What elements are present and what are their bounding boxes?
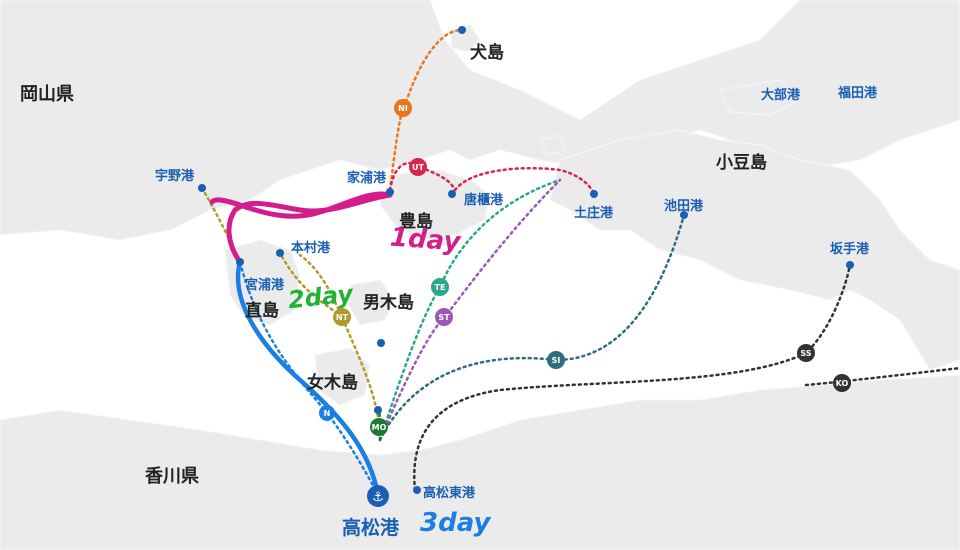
- port-tonosho: 土庄港: [574, 206, 614, 221]
- island-teshima: 豊島: [399, 212, 433, 232]
- route-badge-nt: NT: [333, 308, 351, 326]
- route-badge-ut: UT: [409, 158, 427, 176]
- svg-text:KO: KO: [836, 379, 849, 388]
- island-megijima: 女木島: [307, 373, 358, 393]
- route-badge-ss: SS: [797, 344, 815, 362]
- small-island-1: [539, 134, 566, 156]
- port-sakate: 坂手港: [830, 242, 870, 257]
- port-miyanoura: 宮浦港: [245, 278, 285, 293]
- svg-text:ST: ST: [438, 313, 450, 322]
- svg-text:NT: NT: [336, 313, 349, 322]
- highlight-pink-route: [209, 191, 393, 265]
- route-badge-n: N: [319, 405, 335, 421]
- island-naoshima: 直島: [245, 301, 279, 321]
- route-badge-te: TE: [431, 278, 449, 296]
- route-badge-si: SI: [547, 351, 565, 369]
- island-shodoshima: 小豆島: [716, 153, 767, 173]
- small-island-2: [719, 79, 801, 116]
- route-markers: NI UT TE ST NT SI SS KO MO N: [319, 99, 851, 436]
- route-badge-ni: NI: [394, 99, 412, 117]
- route-ut-b: [453, 166, 597, 197]
- svg-text:SS: SS: [800, 349, 811, 358]
- route-si: [378, 213, 686, 442]
- island-ogijima: 男木島: [363, 293, 414, 313]
- highlight-blue-route: [235, 259, 381, 498]
- svg-text:⚓: ⚓: [372, 490, 384, 505]
- svg-text:SI: SI: [552, 356, 561, 365]
- inujima-land: [449, 24, 481, 53]
- svg-text:NI: NI: [398, 104, 408, 113]
- kagawa-mainland: [0, 374, 960, 550]
- teshima-land: [379, 169, 491, 241]
- port-honmura: 本村港: [291, 241, 331, 256]
- anchor-icon: ⚓: [367, 485, 389, 507]
- svg-text:TE: TE: [435, 283, 446, 292]
- svg-text:N: N: [324, 409, 331, 418]
- port-ikeda: 池田港: [664, 199, 704, 214]
- port-takamatsu-east: 高松東港: [423, 486, 476, 501]
- port-obe: 大部港: [761, 88, 801, 103]
- megijima-land: [314, 347, 371, 406]
- port-dots: [198, 26, 854, 494]
- route-badge-mo: MO: [370, 418, 388, 436]
- route-n: [238, 260, 380, 497]
- route-badge-st: ST: [435, 308, 453, 326]
- annotation-3day: 3day: [420, 508, 491, 538]
- svg-text:UT: UT: [412, 163, 424, 172]
- prefecture-okayama: 岡山県: [20, 84, 74, 105]
- port-karato: 唐櫃港: [464, 193, 504, 208]
- port-fukuda: 福田港: [838, 86, 878, 101]
- route-badge-ko: KO: [833, 374, 851, 392]
- port-uno: 宇野港: [155, 169, 195, 184]
- annotation-1day: 1day: [389, 222, 462, 258]
- port-takamatsu: 高松港: [342, 517, 400, 539]
- route-uno-naoshima: [200, 186, 242, 264]
- svg-text:MO: MO: [372, 423, 387, 432]
- ogijima-land: [347, 279, 396, 326]
- island-inujima: 犬島: [470, 43, 504, 63]
- highlight-layer: [209, 191, 393, 498]
- route-ss: [413, 263, 852, 492]
- port-ieura: 家浦港: [347, 171, 387, 186]
- route-ko: [804, 366, 960, 387]
- prefecture-kagawa: 香川県: [145, 466, 199, 487]
- shodoshima-land: [549, 129, 960, 371]
